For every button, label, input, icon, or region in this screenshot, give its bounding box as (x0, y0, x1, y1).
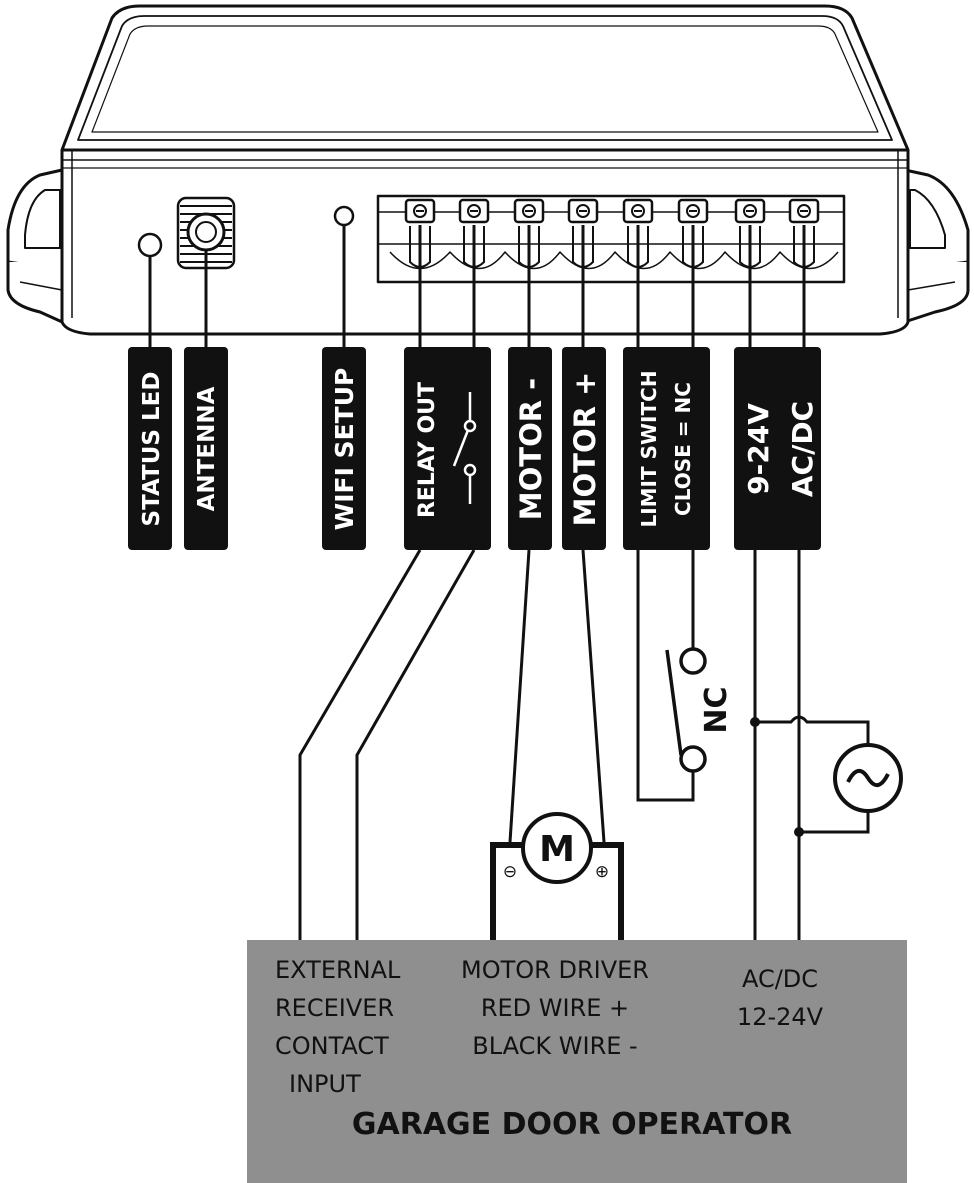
antenna-label: ANTENNA (184, 347, 228, 550)
svg-text:⊕: ⊕ (595, 862, 609, 882)
svg-text:ANTENNA: ANTENNA (194, 386, 220, 511)
motor-minus-label: MOTOR - (508, 347, 552, 550)
svg-text:CONTACT: CONTACT (275, 1032, 389, 1060)
nc-switch-symbol: NC (665, 647, 734, 773)
svg-text:RELAY OUT: RELAY OUT (415, 382, 440, 518)
svg-text:⊖: ⊖ (503, 862, 517, 882)
svg-text:BLACK WIRE -: BLACK WIRE - (472, 1032, 637, 1060)
power-input-text: AC/DC 12-24V (737, 965, 824, 1031)
svg-text:RECEIVER: RECEIVER (275, 994, 394, 1022)
svg-text:MOTOR -: MOTOR - (514, 378, 548, 520)
motor-plus-wire (581, 549, 606, 843)
svg-text:M: M (539, 829, 575, 870)
relay-switch-icon (452, 392, 477, 504)
svg-text:MOTOR +: MOTOR + (568, 372, 602, 527)
ac-sine-icon (833, 743, 903, 813)
terminal-block (376, 194, 846, 284)
limit-switch-label: LIMIT SWITCH CLOSE = NC (623, 347, 710, 550)
status-led-label: STATUS LED (128, 347, 172, 550)
wires (298, 549, 870, 940)
external-receiver-text: EXTERNAL RECEIVER CONTACT INPUT (275, 956, 401, 1098)
svg-text:EXTERNAL: EXTERNAL (275, 956, 401, 984)
relay-wire-1 (298, 549, 422, 940)
wifi-setup-label: WIFI SETUP (322, 347, 366, 550)
svg-text:CLOSE = NC: CLOSE = NC (671, 382, 695, 516)
limit-switch-wire (636, 550, 695, 802)
motor-minus-wire (508, 549, 531, 843)
svg-text:RED WIRE +: RED WIRE + (481, 994, 629, 1022)
svg-text:WIFI SETUP: WIFI SETUP (330, 368, 359, 531)
terminal-screws (404, 198, 820, 268)
svg-text:INPUT: INPUT (289, 1070, 361, 1098)
controller-enclosure (6, 4, 970, 336)
svg-text:MOTOR DRIVER: MOTOR DRIVER (461, 956, 649, 984)
operator-title: GARAGE DOOR OPERATOR (352, 1107, 792, 1142)
antenna-connector (176, 196, 236, 270)
relay-out-label: RELAY OUT (404, 347, 491, 550)
motor-driver-text: MOTOR DRIVER RED WIRE + BLACK WIRE - (461, 956, 649, 1060)
leader-lines (148, 225, 806, 350)
garage-door-operator: EXTERNAL RECEIVER CONTACT INPUT MOTOR DR… (247, 940, 907, 1183)
svg-text:AC/DC: AC/DC (786, 401, 819, 497)
junction-dots (750, 717, 804, 837)
motor-plus-label: MOTOR + (562, 347, 606, 550)
svg-text:STATUS LED: STATUS LED (139, 372, 165, 527)
svg-text:NC: NC (699, 686, 734, 733)
svg-text:12-24V: 12-24V (737, 1003, 824, 1031)
power-label: 9-24V AC/DC (734, 347, 821, 550)
relay-wire-2 (355, 549, 476, 940)
svg-text:AC/DC: AC/DC (742, 965, 818, 993)
motor-symbol: M ⊖ ⊕ (490, 812, 624, 940)
svg-text:9-24V: 9-24V (742, 403, 775, 495)
svg-text:LIMIT SWITCH: LIMIT SWITCH (637, 370, 661, 527)
